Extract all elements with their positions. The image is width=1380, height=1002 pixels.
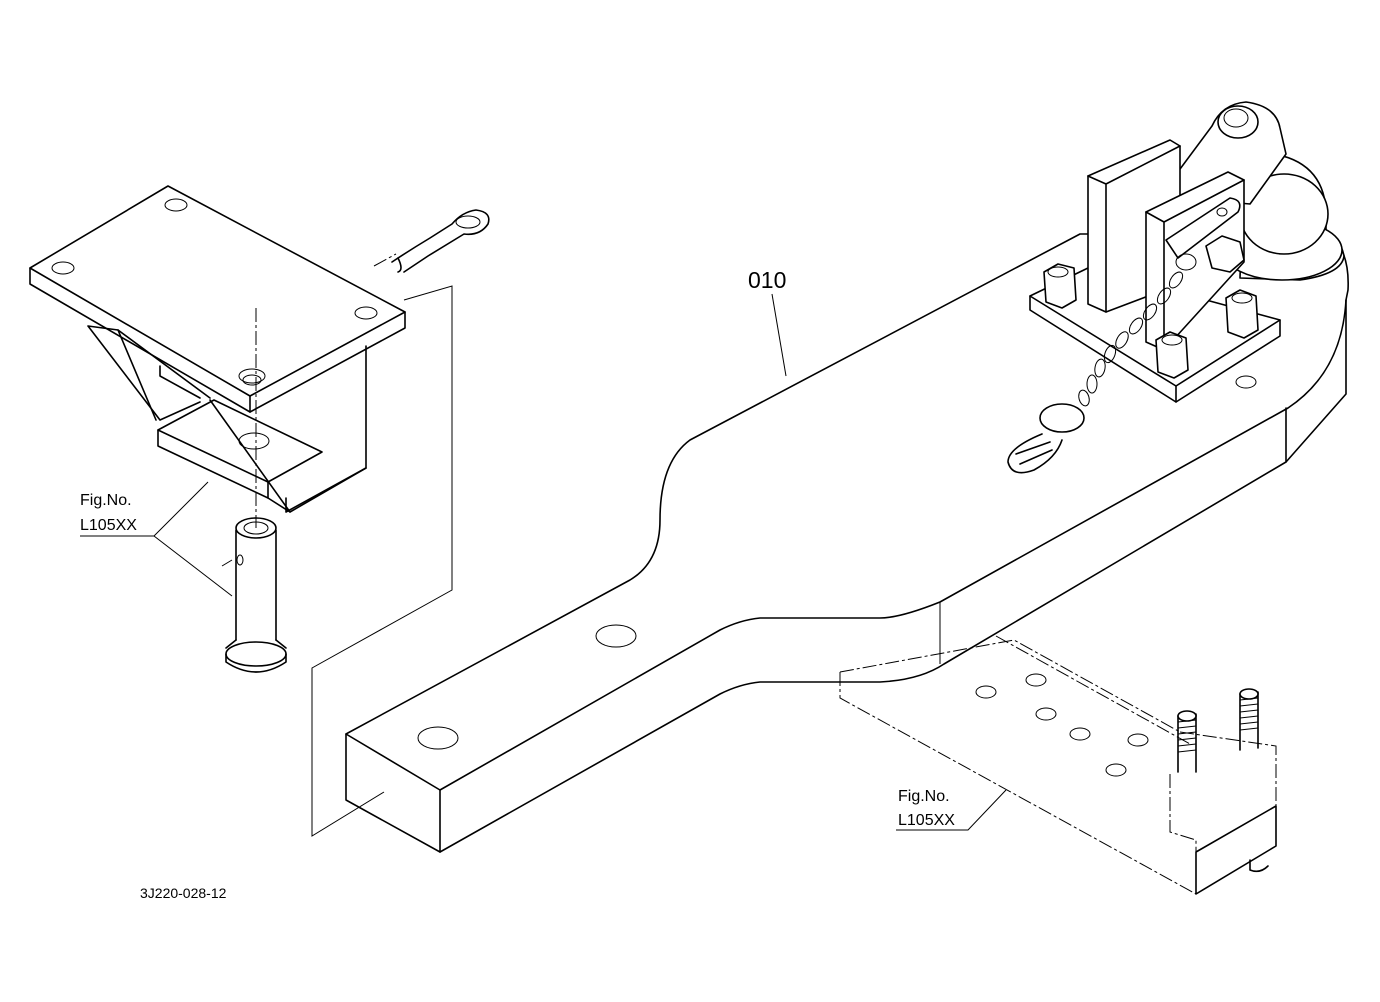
figure-reference-right-line2: L105XX (898, 812, 955, 829)
hitch-assembly (1029, 101, 1345, 403)
leader-lines (80, 293, 1007, 831)
figure-reference-left-line2: L105XX (80, 517, 137, 534)
cotter-pin (391, 209, 490, 273)
mounting-bracket (29, 185, 406, 513)
figure-reference-left-line1: Fig.No. (80, 492, 132, 509)
drawing-code: 3J220-028-12 (140, 885, 227, 901)
figure-reference-right-line1: Fig.No. (898, 788, 950, 805)
lower-bracket (839, 635, 1277, 895)
drawbar (345, 233, 1349, 853)
clevis-pin (225, 517, 287, 673)
part-label-010: 010 (748, 267, 786, 293)
safety-chain (1007, 253, 1197, 474)
assembly-lines-left (221, 253, 453, 837)
